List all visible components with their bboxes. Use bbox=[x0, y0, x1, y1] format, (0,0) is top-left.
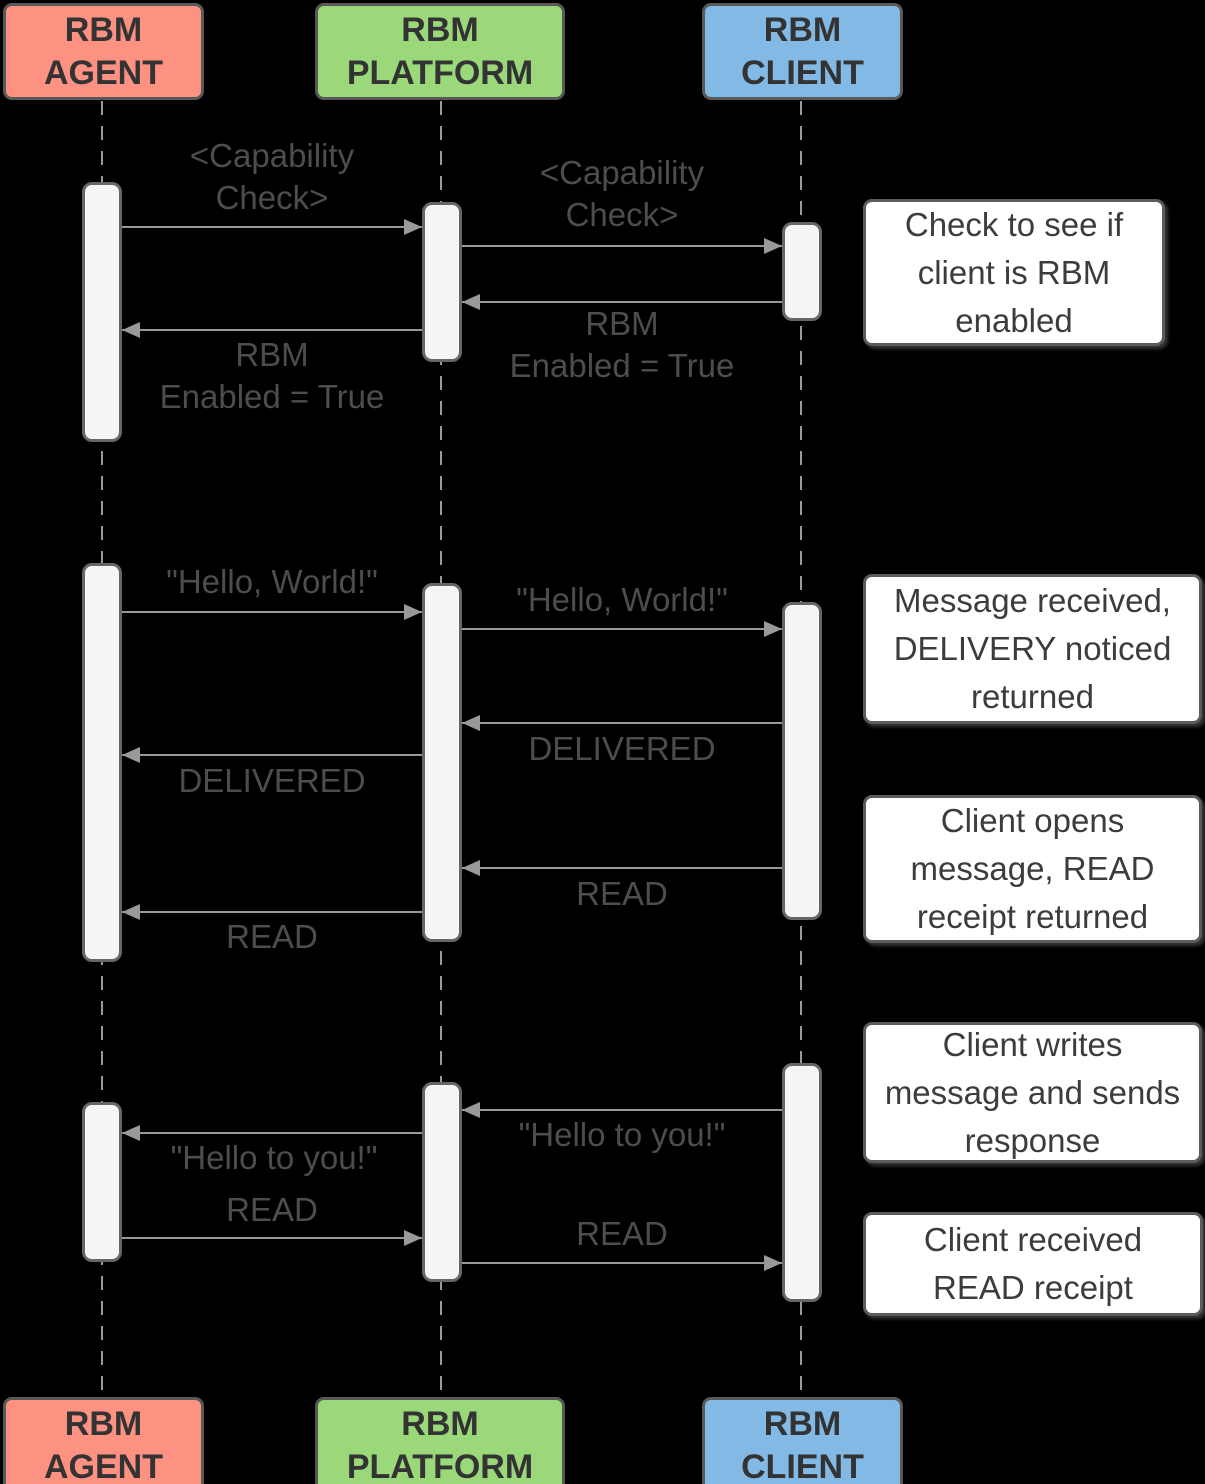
activation-platform-1 bbox=[422, 202, 462, 362]
arrowhead-left-icon bbox=[122, 904, 140, 920]
actor-platform-bottom: RBM PLATFORM bbox=[315, 1397, 565, 1484]
message-label-read-3: READ bbox=[226, 1191, 318, 1228]
message-label-hello-to-you-1: "Hello to you!" bbox=[518, 1116, 726, 1153]
activation-client-2 bbox=[782, 602, 822, 920]
note-message-received: Message received, DELIVERY noticed retur… bbox=[863, 574, 1202, 724]
actor-client-label: RBM CLIENT bbox=[741, 1404, 864, 1484]
arrow-capability-check-agent-to-platform bbox=[122, 226, 422, 228]
activation-platform-2 bbox=[422, 583, 462, 942]
arrow-hello-to-you-platform-to-agent bbox=[122, 1132, 422, 1134]
arrow-hello-to-you-client-to-platform bbox=[462, 1109, 782, 1111]
activation-agent-3 bbox=[82, 1102, 122, 1262]
note-check-enabled: Check to see if client is RBM enabled bbox=[863, 199, 1165, 346]
arrow-read-platform-to-agent bbox=[122, 911, 422, 913]
actor-agent-label: RBM AGENT bbox=[44, 10, 163, 92]
activation-client-3 bbox=[782, 1063, 822, 1302]
message-label-capability-check-1: <Capability Check> bbox=[189, 137, 355, 216]
actor-platform-label: RBM PLATFORM bbox=[346, 1404, 534, 1484]
arrow-read-platform-to-client bbox=[462, 1262, 782, 1264]
message-label-hello-world-2: "Hello, World!" bbox=[516, 581, 728, 618]
arrowhead-right-icon bbox=[404, 604, 422, 620]
arrowhead-left-icon bbox=[462, 1102, 480, 1118]
actor-client-top: RBM CLIENT bbox=[702, 3, 903, 100]
message-label-delivered-1: DELIVERED bbox=[528, 730, 716, 767]
note-client-received: Client received READ receipt bbox=[863, 1212, 1203, 1316]
arrowhead-right-icon bbox=[404, 219, 422, 235]
message-label-capability-check-2: <Capability Check> bbox=[539, 154, 705, 233]
actor-client-label: RBM CLIENT bbox=[741, 10, 864, 92]
arrowhead-right-icon bbox=[764, 621, 782, 637]
note-client-writes: Client writes message and sends response bbox=[863, 1022, 1202, 1163]
arrowhead-right-icon bbox=[764, 1255, 782, 1271]
message-label-hello-world-1: "Hello, World!" bbox=[166, 563, 378, 600]
message-label-read-4: READ bbox=[576, 1215, 668, 1252]
arrow-hello-world-agent-to-platform bbox=[122, 611, 422, 613]
arrow-rbm-enabled-platform-to-agent bbox=[122, 329, 422, 331]
arrow-delivered-platform-to-agent bbox=[122, 754, 422, 756]
actor-agent-top: RBM AGENT bbox=[3, 3, 204, 100]
arrowhead-left-icon bbox=[462, 715, 480, 731]
message-label-delivered-2: DELIVERED bbox=[178, 762, 366, 799]
arrow-rbm-enabled-client-to-platform bbox=[462, 301, 782, 303]
message-label-read-2: READ bbox=[226, 918, 318, 955]
actor-platform-top: RBM PLATFORM bbox=[315, 3, 565, 100]
arrow-hello-world-platform-to-client bbox=[462, 628, 782, 630]
arrowhead-left-icon bbox=[462, 860, 480, 876]
message-label-hello-to-you-2: "Hello to you!" bbox=[170, 1139, 378, 1176]
arrow-delivered-client-to-platform bbox=[462, 722, 782, 724]
arrowhead-left-icon bbox=[122, 1125, 140, 1141]
arrow-read-client-to-platform bbox=[462, 867, 782, 869]
message-label-rbm-enabled-1: RBM Enabled = True bbox=[509, 305, 735, 384]
arrow-capability-check-platform-to-client bbox=[462, 245, 782, 247]
activation-platform-3 bbox=[422, 1082, 462, 1282]
arrow-read-agent-to-platform bbox=[122, 1237, 422, 1239]
activation-agent-1 bbox=[82, 182, 122, 442]
arrowhead-left-icon bbox=[462, 294, 480, 310]
message-label-rbm-enabled-2: RBM Enabled = True bbox=[159, 336, 385, 415]
arrowhead-right-icon bbox=[404, 1230, 422, 1246]
actor-platform-label: RBM PLATFORM bbox=[346, 10, 534, 92]
activation-agent-2 bbox=[82, 563, 122, 962]
arrowhead-left-icon bbox=[122, 747, 140, 763]
message-label-read-1: READ bbox=[576, 875, 668, 912]
actor-agent-bottom: RBM AGENT bbox=[3, 1397, 204, 1484]
actor-agent-label: RBM AGENT bbox=[44, 1404, 163, 1484]
arrowhead-left-icon bbox=[122, 322, 140, 338]
activation-client-1 bbox=[782, 222, 822, 321]
note-client-opens: Client opens message, READ receipt retur… bbox=[863, 795, 1202, 943]
actor-client-bottom: RBM CLIENT bbox=[702, 1397, 903, 1484]
arrowhead-right-icon bbox=[764, 238, 782, 254]
